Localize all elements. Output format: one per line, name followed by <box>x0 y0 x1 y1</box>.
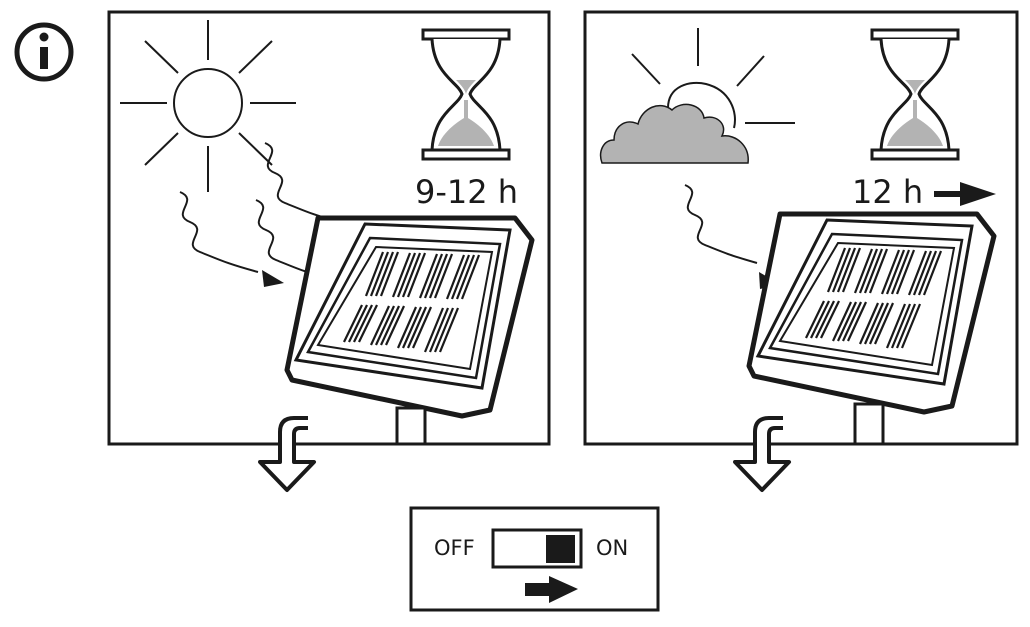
switch-off-label: OFF <box>434 536 475 560</box>
charge-time-label: 12 h <box>852 173 923 211</box>
sun-icon <box>120 20 296 192</box>
panel-cloudy: 12 h <box>583 10 1019 446</box>
sunlight-rays <box>179 142 344 281</box>
solar-panel-icon <box>749 214 994 412</box>
switch-knob <box>546 535 575 563</box>
info-icon <box>14 22 74 82</box>
power-switch-diagram: OFF ON <box>409 506 660 612</box>
panel-full-sun: 9-12 h <box>107 10 551 446</box>
cloud-icon <box>599 28 795 164</box>
solar-panel-icon <box>287 218 532 416</box>
right-arrow-icon <box>525 576 578 603</box>
charge-time-label: 9-12 h <box>415 173 518 211</box>
panel-stand <box>853 402 885 446</box>
panel-stand <box>395 406 427 446</box>
right-arrow-icon <box>934 182 996 206</box>
switch-on-label: ON <box>596 536 628 560</box>
